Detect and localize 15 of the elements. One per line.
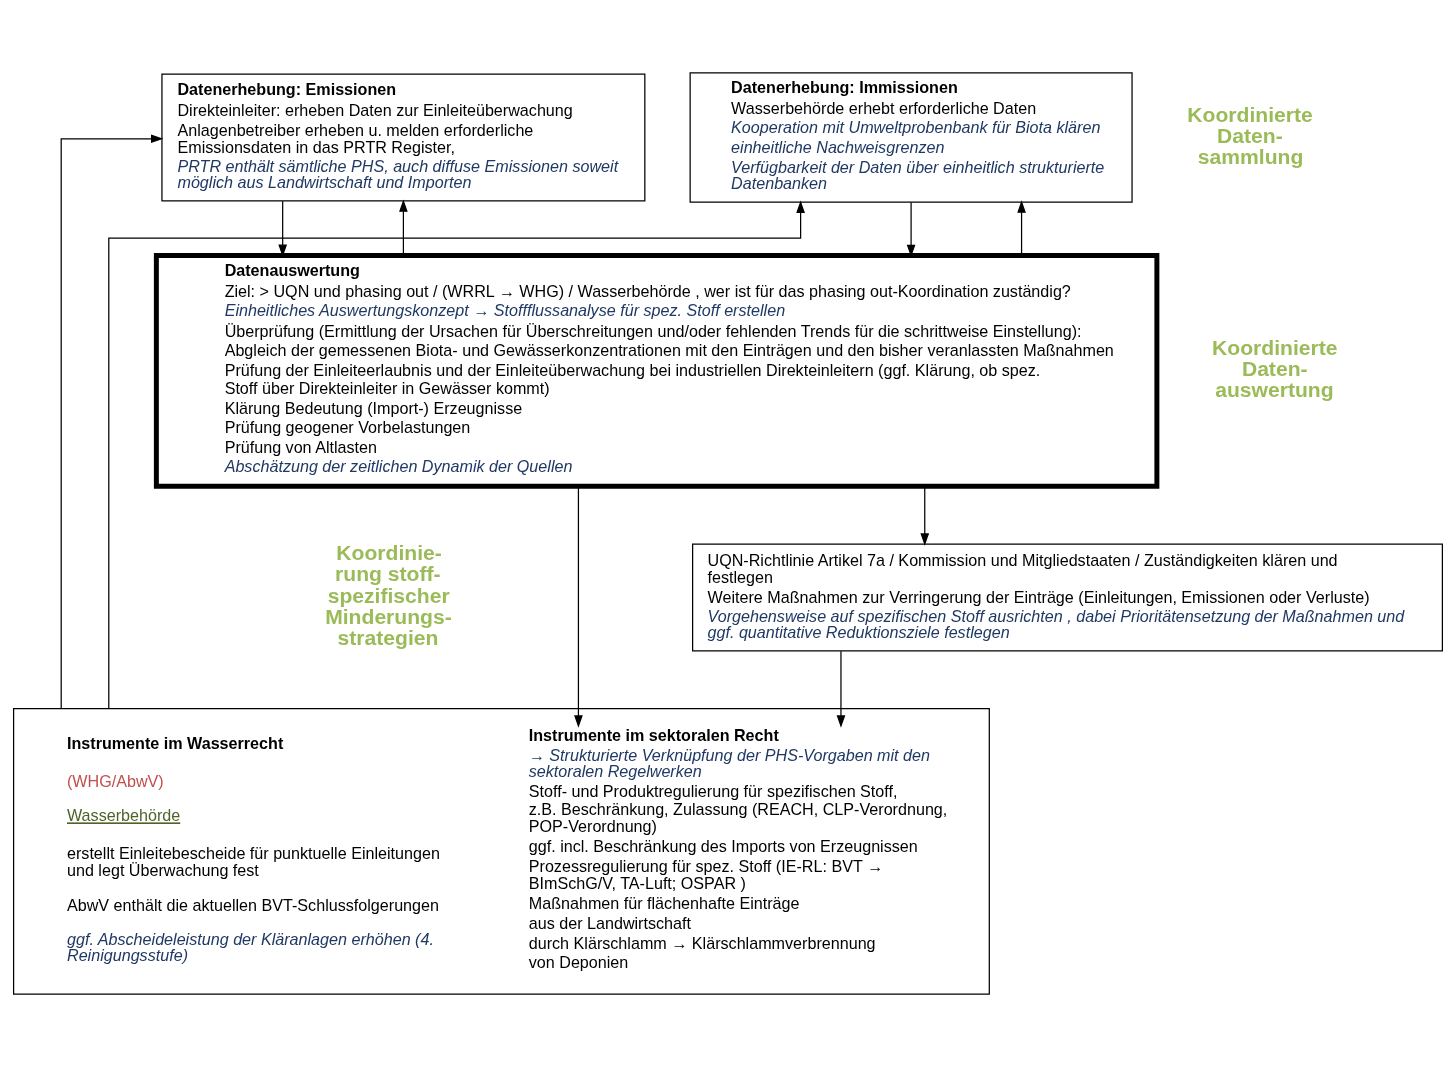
arrow bbox=[920, 485, 930, 546]
arrow bbox=[836, 650, 846, 728]
label: Koordinierte Daten- sammlung bbox=[1187, 102, 1313, 168]
node-box: Instrumente im Wasserrecht (WHG/AbwV) Wasserbehörde erstellt Einleitebescheide für punktuelle Einleitungen und legt Überwachung fest AbwV enthält die aktuellen BVT-Schlussfolgerungen ggf. Abscheideleistung der Kläranlagen erhöhen (4. Reinigungsstufe) Instrumente im sektoralen Recht → Strukturierte Verknüpfung der PHS-Vorgaben mit den sektoralen Regelwerken Stoff- und Produktregulierung für spezifischen Stoff, z.B. Beschränkung, Zulassung (REACH, CLP-Verordnung, POP-Verordnung) ggf. incl. Beschränkung des Imports von Erzeugnissen Prozessregulierung für spez. Stoff (IE-RL: BVT → BImSchG/V, TA-Luft; OSPAR ) Maßnahmen für flächenhafte Einträge aus der Landwirtschaft durch Klärschlamm → Klärschlammverbrennung von Deponien bbox=[13, 707, 990, 995]
arrow bbox=[108, 200, 805, 709]
label: Koordinie- rung stoff- spezifischer Minderungs- strategien bbox=[325, 541, 452, 649]
label: Koordinierte Daten- auswertung bbox=[1212, 335, 1338, 402]
arrow bbox=[399, 199, 408, 256]
node-box: UQN-Richtlinie Artikel 7a / Kommission und Mitgliedstaaten / Zuständigkeiten klären und festlegen Weitere Maßnahmen zur Verringerung der Einträge (Einleitungen, Emissionen oder Verluste) Vorgehensweise auf spezifischen Stoff ausrichten , dabei Prioritätensetzung der Maßnahmen und ggf. quantitative Reduktionsziele festlegen bbox=[692, 543, 1443, 652]
node-box: Datenauswertung Ziel: > UQN und phasing out / (WRRL → WHG) / Wasserbehörde , wer ist für das phasing out-Koordination zuständig? Einheitliches Auswertungskonzept → Stoffflussanalyse für spez. Stoff erstellen Überprüfung (Ermittlung der Ursachen für Überschreitungen und/oder fehlenden Trends für die schrittweise Einstellung): Abgleich der gemessenen Biota- und Gewässerkonzentrationen mit den Einträgen und den bisher veranlassten Maßnahmen Prüfung der Einleiteerlaubnis und der Einleiteüberwachung bei industriellen Direkteinleitern (ggf. Klärung, ob spez. Stoff über Direkteinleiter in Gewässer kommt) Klärung Bedeutung (Import-) Erzeugnisse Prüfung geogener Vorbelastungen Prüfung von Altlasten Abschätzung der zeitlichen Dynamik der Quellen bbox=[153, 252, 1160, 489]
arrow bbox=[60, 134, 164, 709]
arrow bbox=[1017, 200, 1026, 256]
node-box: Datenerhebung: Emissionen Direkteinleiter: erheben Daten zur Einleiteüberwachung Anlagenbetreiber erheben u. melden erforderliche Emissionsdaten in das PRTR Register, PRTR enthält sämtliche PHS, auch diffuse Emissionen soweit möglich aus Landwirtschaft und Importen bbox=[161, 73, 646, 202]
node-box: Datenerhebung: Immissionen Wasserbehörde erhebt erforderliche Daten Kooperation mit Umweltprobenbank für Biota klären einheitliche Nachweisgrenzen Verfügbarkeit der Daten über einheitlich strukturierte Datenbanken bbox=[689, 72, 1133, 203]
arrow bbox=[574, 486, 583, 728]
